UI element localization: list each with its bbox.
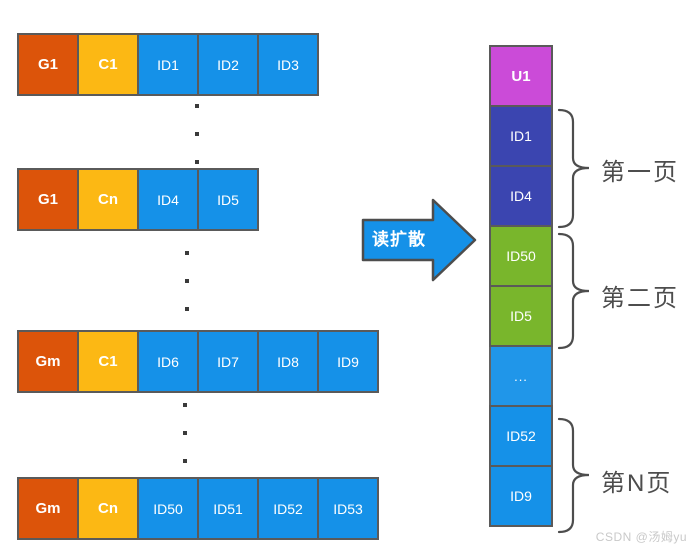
message-cell: ID53 (317, 477, 379, 540)
pageN-label: 第N页 (601, 470, 673, 497)
pageN-brace-icon (557, 417, 590, 534)
message-row-gm-c1: Gm C1 ID6 ID7 ID8 ID9 (17, 330, 379, 393)
group-cell: Gm (17, 477, 79, 540)
message-cell: ID3 (257, 33, 319, 96)
vertical-ellipsis (185, 251, 189, 311)
timeline-result-column: U1 ID1 ID4 ID50 ID5 ... ID52 ID9 (489, 45, 553, 527)
result-block: ID5 (489, 285, 553, 347)
message-row-g1-c1: G1 C1 ID1 ID2 ID3 (17, 33, 319, 96)
vertical-ellipsis (183, 403, 187, 463)
group-cell: G1 (17, 168, 79, 231)
message-cell: ID2 (197, 33, 259, 96)
message-cell: ID4 (137, 168, 199, 231)
result-block: ID4 (489, 165, 553, 227)
page1-brace-icon (557, 108, 590, 229)
message-cell: ID50 (137, 477, 199, 540)
result-block: ID1 (489, 105, 553, 167)
csdn-watermark: CSDN @汤姆yu (595, 530, 687, 544)
message-cell: ID51 (197, 477, 259, 540)
result-block: ID50 (489, 225, 553, 287)
message-cell: ID9 (317, 330, 379, 393)
conv-cell: C1 (77, 330, 139, 393)
page2-brace-icon (557, 232, 590, 350)
group-cell: Gm (17, 330, 79, 393)
message-cell: ID5 (197, 168, 259, 231)
page2-label: 第二页 (601, 285, 679, 312)
result-block: ID52 (489, 405, 553, 467)
result-block: ID9 (489, 465, 553, 527)
page1-label: 第一页 (601, 159, 679, 186)
message-cell: ID6 (137, 330, 199, 393)
result-block-more: ... (489, 345, 553, 407)
message-cell: ID52 (257, 477, 319, 540)
message-cell: ID7 (197, 330, 259, 393)
right-arrow-icon (361, 198, 477, 282)
vertical-ellipsis (195, 104, 199, 164)
arrow-label: 读扩散 (372, 230, 426, 249)
result-block-user: U1 (489, 45, 553, 107)
message-row-g1-cn: G1 Cn ID4 ID5 (17, 168, 259, 231)
conv-cell: Cn (77, 168, 139, 231)
message-row-gm-cn: Gm Cn ID50 ID51 ID52 ID53 (17, 477, 379, 540)
conv-cell: C1 (77, 33, 139, 96)
group-cell: G1 (17, 33, 79, 96)
message-cell: ID1 (137, 33, 199, 96)
message-cell: ID8 (257, 330, 319, 393)
conv-cell: Cn (77, 477, 139, 540)
